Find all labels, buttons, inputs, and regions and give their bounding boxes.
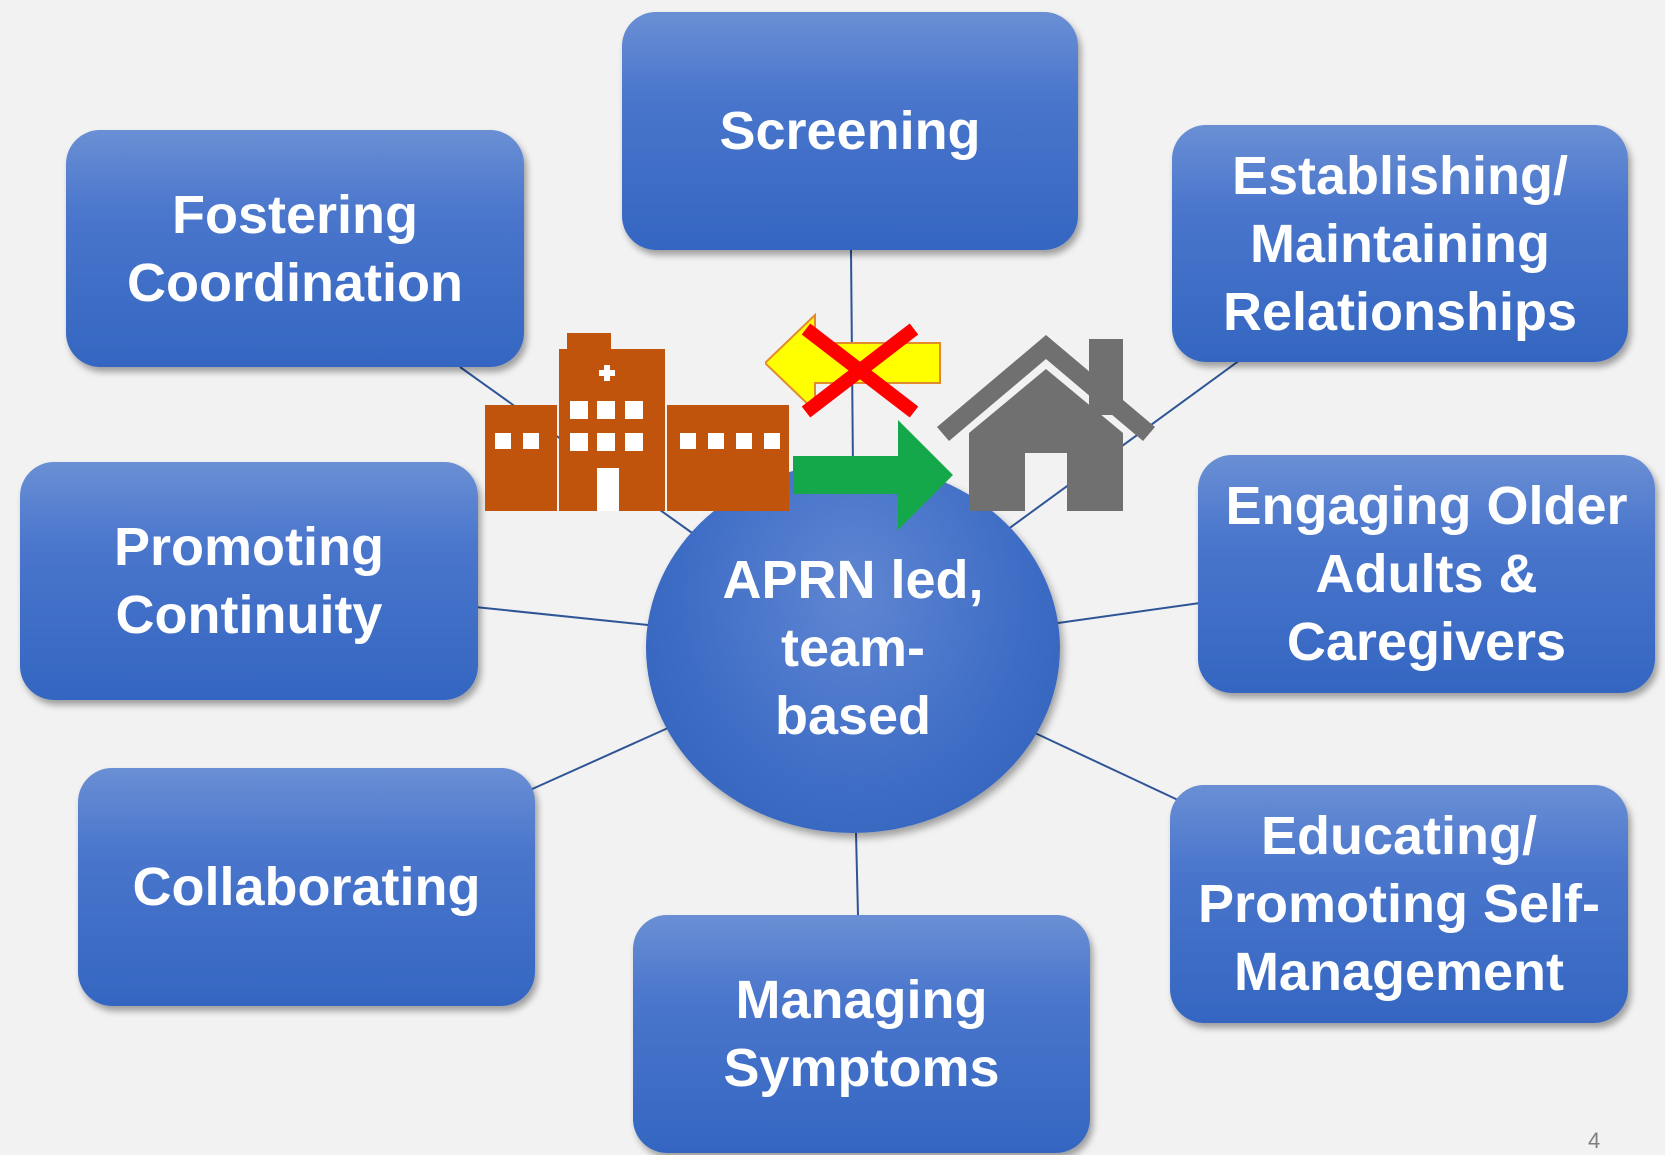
right-arrow-icon bbox=[793, 420, 953, 530]
node-fostering-coordination-label: Fostering Coordination bbox=[127, 184, 463, 313]
center-node-label: APRN led, team-based bbox=[722, 550, 984, 746]
node-engaging-older-adults-label: Engaging Older Adults & Caregivers bbox=[1225, 476, 1628, 672]
connector-collaborating bbox=[529, 727, 669, 791]
connector-managing bbox=[855, 832, 859, 916]
node-engaging-older-adults: Engaging Older Adults & Caregivers bbox=[1198, 455, 1655, 693]
node-promoting-continuity-label: Promoting Continuity bbox=[114, 517, 384, 645]
center-node: APRN led, team-based bbox=[646, 463, 1060, 833]
hospital-icon bbox=[485, 333, 789, 511]
cross-mark-icon bbox=[801, 323, 919, 418]
connector-engaging bbox=[1057, 602, 1201, 624]
node-managing-symptoms: Managing Symptoms bbox=[633, 915, 1090, 1153]
house-icon bbox=[937, 335, 1155, 511]
node-fostering-coordination: Fostering Coordination bbox=[66, 130, 524, 367]
node-establishing-relationships: Establishing/ Maintaining Relationships bbox=[1172, 125, 1628, 362]
connector-promoting-continuity bbox=[474, 606, 649, 626]
node-screening: Screening bbox=[622, 12, 1078, 250]
node-educating-self-management: Educating/ Promoting Self-Management bbox=[1170, 785, 1628, 1023]
node-promoting-continuity: Promoting Continuity bbox=[20, 462, 478, 700]
node-screening-label: Screening bbox=[719, 101, 981, 161]
node-establishing-relationships-label: Establishing/ Maintaining Relationships bbox=[1222, 145, 1578, 342]
node-managing-symptoms-label: Managing Symptoms bbox=[723, 970, 1000, 1098]
node-educating-self-management-label: Educating/ Promoting Self-Management bbox=[1198, 806, 1600, 1002]
connector-educating bbox=[1034, 732, 1179, 801]
page-number: 4 bbox=[1588, 1128, 1601, 1153]
node-collaborating: Collaborating bbox=[78, 768, 535, 1006]
node-collaborating-label: Collaborating bbox=[132, 857, 481, 917]
